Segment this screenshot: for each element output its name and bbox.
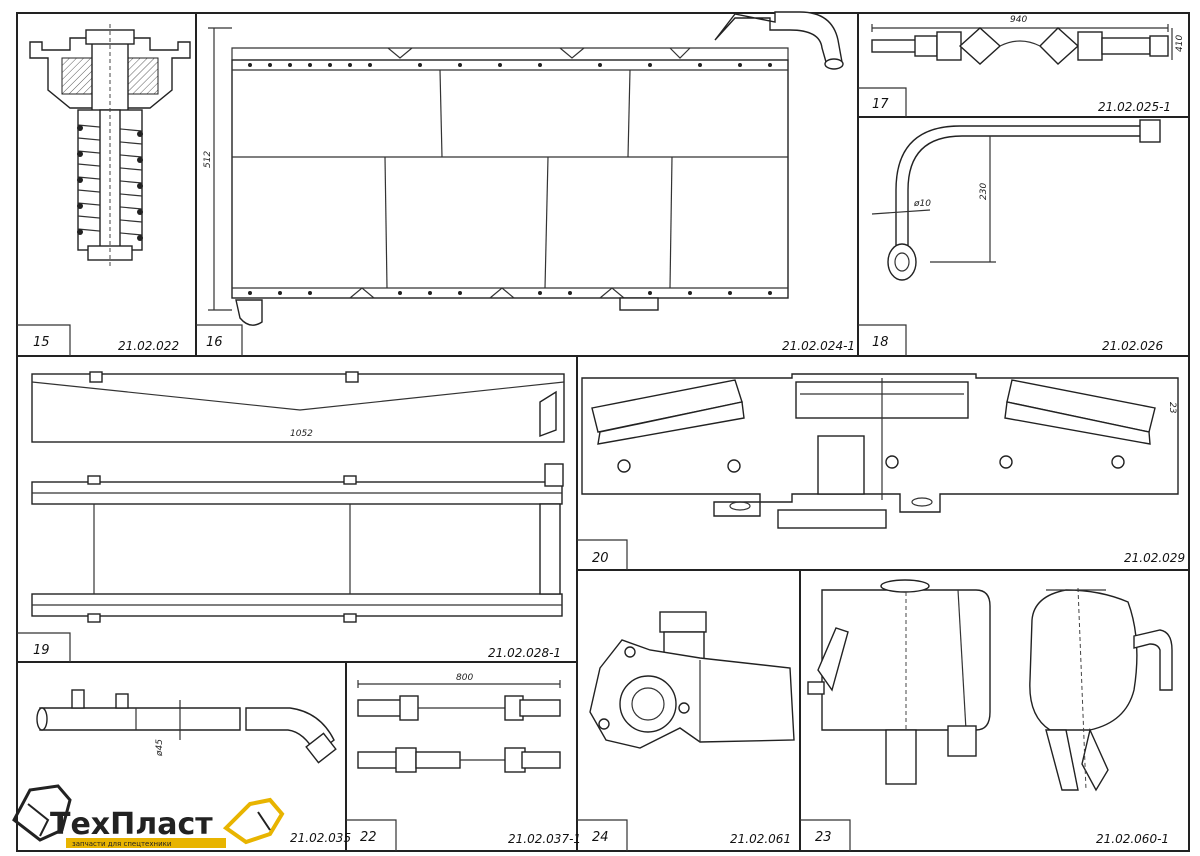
panel-number: 24 <box>592 830 609 845</box>
part-code: 21.02.022 <box>118 339 179 353</box>
dimension-length: 1052 <box>290 429 313 439</box>
panel-18-drawing: 230 ø10 <box>871 119 1161 281</box>
panel-21-title: 21.02.035 <box>290 831 351 845</box>
panel-number: 15 <box>33 335 50 350</box>
panel-24-drawing <box>589 611 795 749</box>
part-code: 21.02.060-1 <box>1096 832 1169 846</box>
panel-24-title: 24 21.02.061 <box>577 819 791 851</box>
panel-number: 22 <box>360 830 377 845</box>
panel-23-drawing <box>807 579 1173 792</box>
panel-17-title: 17 21.02.025-1 <box>858 87 1171 117</box>
panel-18-title: 18 21.02.026 <box>858 324 1163 356</box>
part-code: 21.02.029 <box>1124 551 1185 565</box>
sheet-grid <box>16 12 1190 852</box>
panel-number: 20 <box>592 551 609 566</box>
panel-22-drawing: 800 <box>357 673 561 773</box>
panel-23-title: 23 21.02.060-1 <box>800 819 1169 851</box>
tekhplast-logo: ТехПласт запчасти для спецтехники <box>12 784 285 848</box>
logo-tagline: запчасти для спецтехники <box>72 840 171 848</box>
dimension-height: 230 <box>979 183 989 200</box>
panel-20-drawing: 23 <box>581 373 1179 529</box>
panel-16-drawing: 512 <box>203 11 844 326</box>
panel-17-drawing: 940 410 <box>871 15 1185 65</box>
panel-19-title: 19 21.02.028-1 <box>17 632 561 662</box>
panel-21-drawing: ø45 <box>36 689 337 764</box>
dimension-length: 800 <box>456 673 473 683</box>
part-code: 21.02.026 <box>1102 339 1163 353</box>
panel-19-drawing: 1052 <box>31 371 565 623</box>
dimension-side: 23 <box>1167 402 1177 414</box>
panel-number: 16 <box>206 335 223 350</box>
part-code: 21.02.028-1 <box>488 646 561 660</box>
part-code: 21.02.025-1 <box>1098 100 1171 114</box>
panel-number: 23 <box>815 830 832 845</box>
part-code: 21.02.035 <box>290 831 351 845</box>
part-code: 21.02.061 <box>730 832 791 846</box>
part-code: 21.02.024-1 <box>782 339 855 353</box>
part-code: 21.02.037-1 <box>508 832 581 846</box>
panel-number: 18 <box>872 335 889 350</box>
panel-15-drawing <box>29 24 191 268</box>
dimension-height: 512 <box>203 151 213 168</box>
panel-16-title: 16 21.02.024-1 <box>196 324 855 356</box>
dimension-diameter: ø10 <box>913 199 931 209</box>
panel-number: 17 <box>872 97 889 112</box>
logo-name: ТехПласт <box>50 807 213 842</box>
dimension-length: 940 <box>1010 15 1027 25</box>
panel-20-title: 20 21.02.029 <box>577 539 1185 570</box>
excavator-icon <box>12 784 285 845</box>
dimension-side: 410 <box>1175 35 1185 52</box>
panel-22-title: 22 21.02.037-1 <box>346 819 581 851</box>
panel-15-title: 15 21.02.022 <box>17 324 179 356</box>
panel-number: 19 <box>33 643 50 658</box>
dimension-diameter: ø45 <box>155 739 165 757</box>
